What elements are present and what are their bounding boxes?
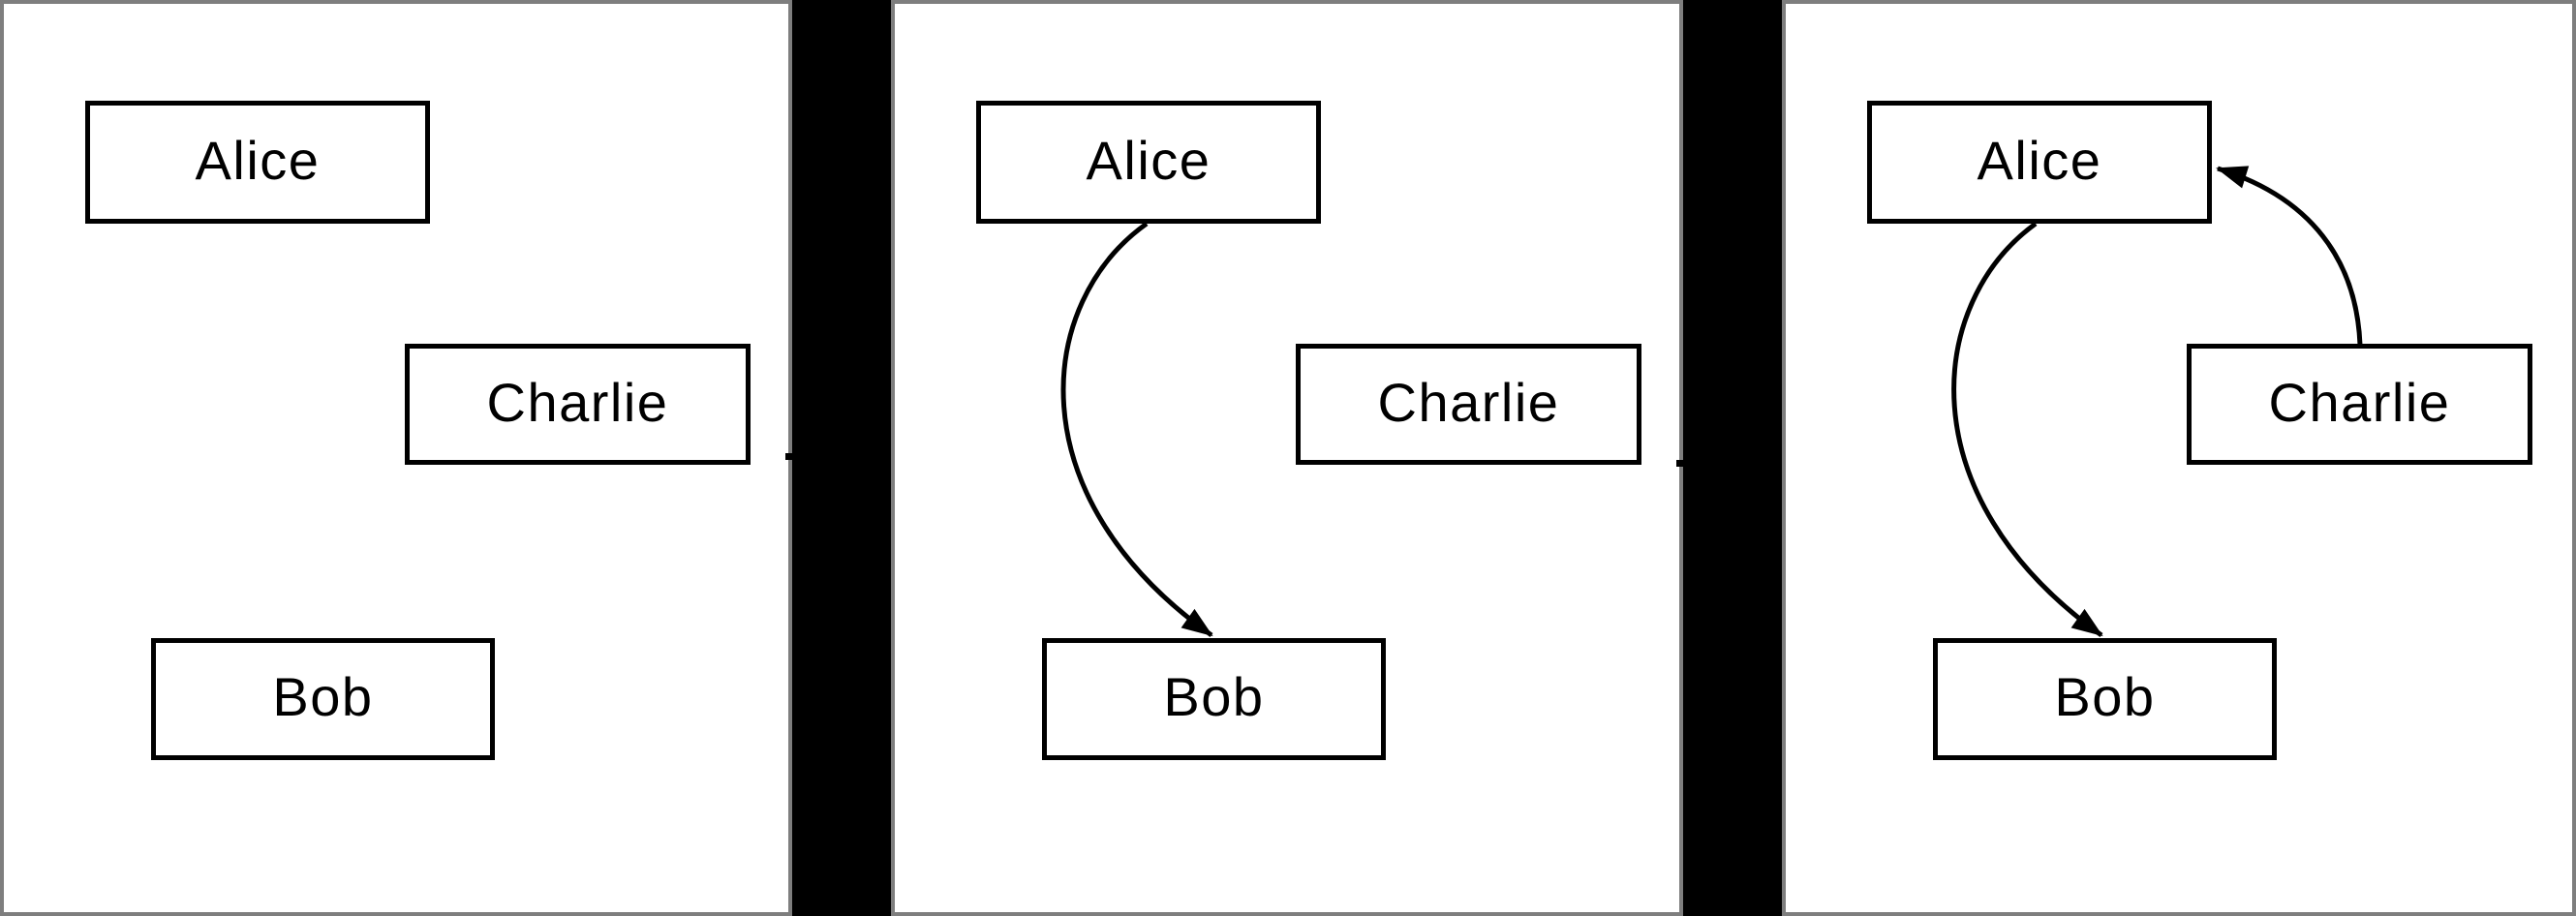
node-label-bob: Bob <box>272 666 374 727</box>
node-label-charlie: Charlie <box>486 371 669 433</box>
panel-edge-tick <box>785 453 792 460</box>
node-label-bob: Bob <box>2054 666 2156 727</box>
node-alice[interactable]: Alice <box>1867 101 2212 224</box>
panel-edge-tick <box>1676 460 1683 467</box>
node-bob[interactable]: Bob <box>1933 638 2277 760</box>
node-label-bob: Bob <box>1163 666 1265 727</box>
node-charlie[interactable]: Charlie <box>1296 344 1641 465</box>
node-charlie[interactable]: Charlie <box>405 344 751 465</box>
node-label-alice: Alice <box>1086 129 1211 191</box>
node-label-charlie: Charlie <box>2268 371 2451 433</box>
node-label-alice: Alice <box>1977 129 2102 191</box>
node-charlie[interactable]: Charlie <box>2187 344 2532 465</box>
edge-charlie-to-alice[interactable] <box>2216 166 2363 346</box>
node-label-charlie: Charlie <box>1377 371 1560 433</box>
node-bob[interactable]: Bob <box>1042 638 1386 760</box>
node-bob[interactable]: Bob <box>151 638 495 760</box>
edges-layer-panel-2 <box>1060 221 1213 638</box>
node-label-alice: Alice <box>195 129 321 191</box>
edge-alice-to-bob[interactable] <box>1951 221 2103 638</box>
node-alice[interactable]: Alice <box>85 101 430 224</box>
edges-layer-panel-3 <box>1951 166 2363 638</box>
edge-alice-to-bob[interactable] <box>1060 221 1213 638</box>
node-alice[interactable]: Alice <box>976 101 1321 224</box>
